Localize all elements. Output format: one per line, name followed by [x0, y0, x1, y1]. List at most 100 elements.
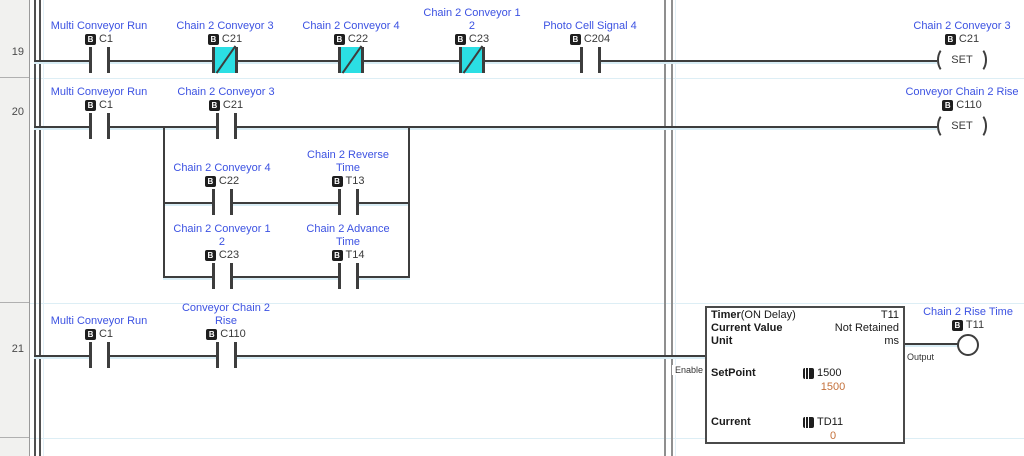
bit-type-icon: B	[84, 329, 96, 340]
contact-address: B C21	[207, 33, 243, 46]
address-text: C22	[347, 33, 369, 45]
normally-open-contact-symbol	[88, 113, 110, 139]
coil-address: B C21	[944, 33, 979, 46]
rung-margin	[0, 0, 30, 456]
contact-address: B C1	[84, 99, 114, 112]
word-type-icon	[803, 368, 814, 379]
page-divider	[671, 0, 673, 456]
contact-nickname: Multi Conveyor Run	[50, 315, 148, 327]
contact-rung20-c22[interactable]: Chain 2 Conveyor 4 B C22	[157, 145, 287, 215]
contact-nickname: Photo Cell Signal 4	[543, 20, 637, 32]
contact-rung21-c1[interactable]: Multi Conveyor Run B C1	[34, 298, 164, 368]
timer-setpoint-value[interactable]: 1500	[803, 367, 841, 380]
timer-currentvalue-row: Current Value Not Retained	[711, 322, 899, 335]
bit-type-icon: B	[207, 34, 219, 45]
rung-row-divider	[0, 77, 29, 78]
address-text: C110	[956, 99, 982, 111]
contact-rung19-c21[interactable]: Chain 2 Conveyor 3 B C21	[160, 3, 290, 74]
contact-address: B C1	[84, 33, 113, 46]
output-coil-rung21[interactable]: Chain 2 Rise Time B T11	[903, 286, 1024, 356]
timer-function-block[interactable]: Timer(ON Delay) T11 Current Value Not Re…	[705, 306, 905, 444]
contact-rung19-c204[interactable]: Photo Cell Signal 4 B C204	[525, 3, 655, 73]
timer-current-live-value: 0	[829, 430, 837, 442]
bit-type-icon: B	[333, 34, 345, 45]
rung20-branch-right-vertical	[408, 126, 410, 278]
bit-type-icon: B	[944, 34, 956, 45]
normally-open-contact-symbol	[215, 113, 237, 139]
rung-row-divider	[0, 437, 29, 438]
normally-open-contact-symbol	[88, 47, 110, 73]
current-address-text: TD11	[817, 416, 844, 428]
normally-open-contact-symbol	[211, 189, 233, 215]
output-coil-symbol	[957, 334, 979, 356]
contact-rung20-t14[interactable]: Chain 2 Advance Time B T14	[283, 219, 413, 289]
contact-address: B C22	[204, 175, 239, 188]
timer-unit-value: ms	[884, 335, 899, 347]
contact-rung21-c110[interactable]: Conveyor Chain 2 Rise B C110	[161, 298, 291, 368]
timer-setpoint-live-value: 1500	[820, 381, 846, 393]
contact-rung20-c21[interactable]: Chain 2 Conveyor 3 B C21	[161, 69, 291, 139]
contact-nickname: Chain 2 Conveyor 3	[176, 20, 274, 32]
normally-open-contact-symbol	[211, 263, 233, 289]
rung20-wire	[34, 126, 940, 128]
normally-open-contact-symbol	[215, 342, 237, 368]
address-text: C21	[221, 33, 243, 45]
contact-address: B C1	[84, 328, 114, 341]
rail-highlight	[43, 0, 44, 456]
left-power-rail	[39, 0, 41, 456]
timer-id: T11	[880, 309, 899, 321]
coil-left-arc	[937, 113, 954, 139]
setpoint-address-text: 1500	[817, 367, 842, 379]
contact-rung19-c22[interactable]: Chain 2 Conveyor 4 B C22	[286, 3, 416, 74]
coil-nickname: Chain 2 Conveyor 3	[913, 20, 1011, 32]
normally-open-contact-symbol	[337, 263, 359, 289]
rung21-wire	[34, 355, 705, 357]
rung-separator	[30, 438, 1024, 439]
address-text: T13	[345, 175, 365, 187]
timer-title: Timer(ON Delay)	[711, 309, 796, 321]
contact-address: B C21	[208, 99, 243, 112]
contact-address: B C204	[569, 33, 611, 46]
contact-nickname: Chain 2 Conveyor 1 2	[423, 7, 521, 32]
contact-address: B T14	[331, 249, 364, 262]
page-divider	[664, 0, 666, 456]
address-text: C204	[583, 33, 611, 45]
coil-right-arc	[970, 113, 987, 139]
rung20-branch2-wire	[163, 276, 410, 278]
address-text: C1	[98, 99, 114, 111]
bit-type-icon: B	[206, 329, 218, 340]
normally-open-contact-symbol	[579, 47, 601, 73]
timer-current-value[interactable]: TD11	[803, 416, 843, 429]
coil-address: B C110	[942, 99, 982, 112]
bit-type-icon: B	[569, 34, 581, 45]
rung-number-21[interactable]: 21	[11, 343, 24, 355]
timer-unit-label: Unit	[711, 335, 733, 347]
normally-closed-contact-symbol-energized	[459, 45, 485, 74]
set-coil-rung20[interactable]: Conveyor Chain 2 Rise B C110 SET	[897, 69, 1024, 139]
set-coil-rung19[interactable]: Chain 2 Conveyor 3 B C21 SET	[897, 3, 1024, 73]
contact-nickname: Chain 2 Reverse Time	[307, 149, 389, 174]
bit-type-icon: B	[208, 100, 220, 111]
bit-type-icon: B	[331, 176, 343, 187]
contact-address: B C23	[204, 249, 239, 262]
bit-type-icon: B	[331, 250, 343, 261]
rung-number-19[interactable]: 19	[11, 46, 24, 58]
rung-number-20[interactable]: 20	[11, 106, 24, 118]
contact-rung19-c23[interactable]: Chain 2 Conveyor 1 2 B C23	[407, 3, 537, 74]
timer-current-label: Current	[711, 416, 751, 428]
contact-nickname: Chain 2 Advance Time	[306, 223, 390, 248]
contact-rung20-c23[interactable]: Chain 2 Conveyor 1 2 B C23	[157, 219, 287, 289]
bit-type-icon: B	[942, 100, 954, 111]
bit-type-icon: B	[84, 34, 96, 45]
address-text: C1	[98, 328, 114, 340]
contact-rung19-c1[interactable]: Multi Conveyor Run B C1	[34, 3, 164, 73]
rung21-output-wire	[903, 343, 963, 345]
timer-currentvalue-value: Not Retained	[834, 322, 899, 334]
contact-nickname: Multi Conveyor Run	[50, 20, 148, 32]
set-coil-symbol: SET	[937, 113, 987, 139]
contact-nickname: Multi Conveyor Run	[50, 86, 148, 98]
rung-separator	[30, 303, 1024, 304]
contact-rung20-c1[interactable]: Multi Conveyor Run B C1	[34, 69, 164, 139]
left-power-rail	[34, 0, 36, 456]
contact-rung20-t13[interactable]: Chain 2 Reverse Time B T13	[283, 145, 413, 215]
